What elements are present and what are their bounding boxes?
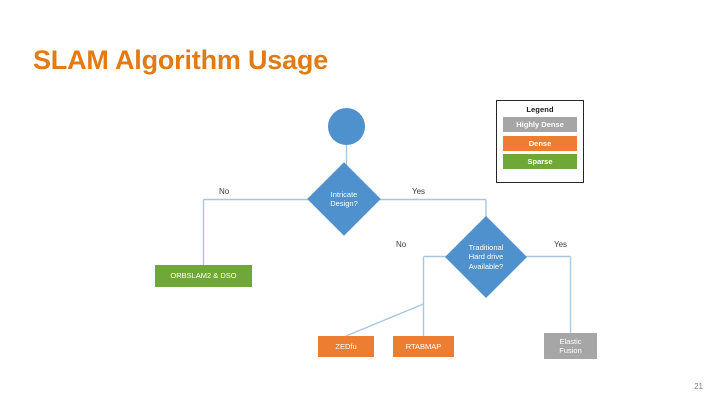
decision-traditional-hard-drive-label: Traditional Hard drive Available? <box>441 229 531 285</box>
outcome-elastic-fusion[interactable]: Elastic Fusion <box>544 333 597 359</box>
decision-line-3: Available? <box>468 261 504 271</box>
decision-traditional-hard-drive[interactable]: Traditional Hard drive Available? <box>441 215 531 299</box>
edge-label-intricate-yes: Yes <box>412 187 426 196</box>
decision-line-1: Intricate <box>330 189 358 199</box>
legend-box: Legend Highly Dense Dense Sparse <box>496 100 584 183</box>
legend-item-dense: Dense <box>503 135 577 151</box>
outcome-line-1: Elastic <box>559 336 582 346</box>
edge-label-harddrive-no: No <box>396 240 407 249</box>
outcome-orbslam2-dso[interactable]: ORBSLAM2 & DSO <box>155 265 252 287</box>
legend-item-highly-dense: Highly Dense <box>503 117 577 132</box>
decision-line-2: Hard drive <box>468 252 504 262</box>
outcome-zedfu[interactable]: ZEDfu <box>318 336 374 357</box>
legend-title: Legend <box>526 105 554 114</box>
decision-intricate-design[interactable]: Intricate Design? <box>307 162 381 236</box>
outcome-rtabmap[interactable]: RTABMAP <box>393 336 454 357</box>
flow-start-node[interactable] <box>328 108 365 145</box>
outcome-line-2: Fusion <box>559 346 582 355</box>
decision-intricate-design-label: Intricate Design? <box>307 174 381 224</box>
decision-line-1: Traditional <box>468 242 504 252</box>
legend-item-sparse: Sparse <box>503 154 577 169</box>
edge-label-intricate-no: No <box>219 187 230 196</box>
page-title: SLAM Algorithm Usage <box>33 45 329 75</box>
connector-harddrive-no-to-zedfu <box>345 303 424 337</box>
edge-label-harddrive-yes: Yes <box>554 240 568 249</box>
page-number: 21 <box>694 382 703 391</box>
decision-line-2: Design? <box>330 199 358 208</box>
